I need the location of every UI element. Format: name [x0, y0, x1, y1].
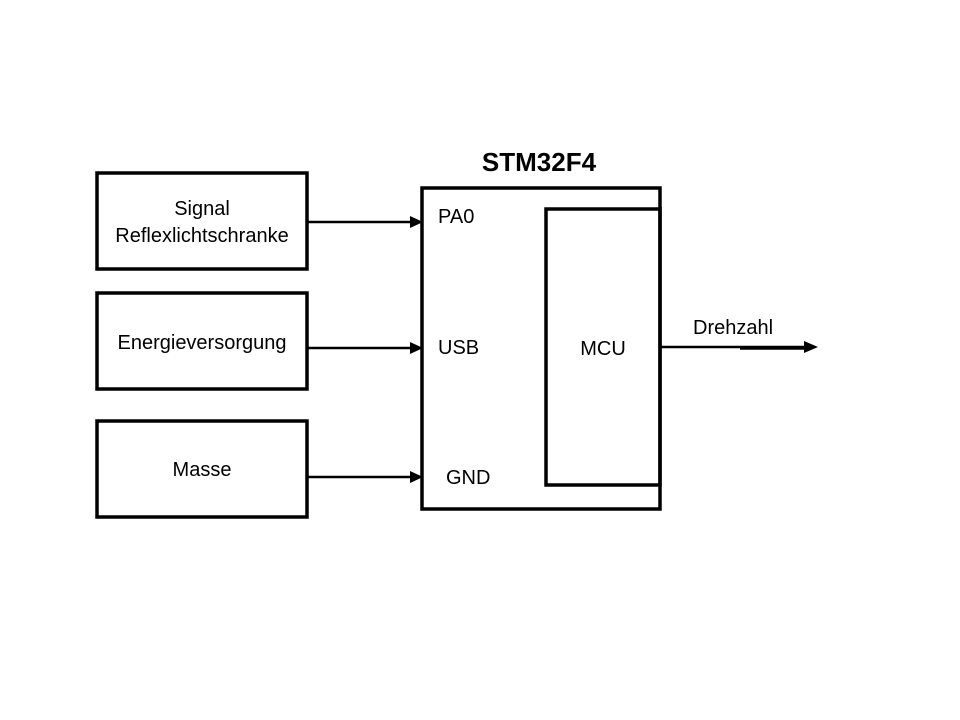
- ground-wire-arrow: [307, 471, 423, 483]
- pin-label-gnd: GND: [446, 467, 490, 489]
- output-arrow: [660, 341, 818, 353]
- diagram-title: STM32F4: [482, 147, 597, 177]
- ground-label: Masse: [173, 459, 232, 481]
- signal-sensor-label-line1: Signal: [174, 198, 230, 220]
- power-wire-arrow: [307, 342, 423, 354]
- pin-label-usb: USB: [438, 337, 479, 359]
- pin-label-pa0: PA0: [438, 206, 474, 228]
- ground-block: [95, 419, 309, 519]
- output-label: Drehzahl: [693, 317, 773, 339]
- signal-sensor-block: [95, 171, 309, 271]
- power-supply-label: Energieversorgung: [118, 332, 287, 354]
- power-supply-block: [95, 291, 309, 391]
- signal-sensor-label-line2: Reflexlichtschranke: [115, 225, 288, 247]
- signal-wire-arrow: [307, 216, 423, 228]
- mcu-label: MCU: [580, 338, 626, 360]
